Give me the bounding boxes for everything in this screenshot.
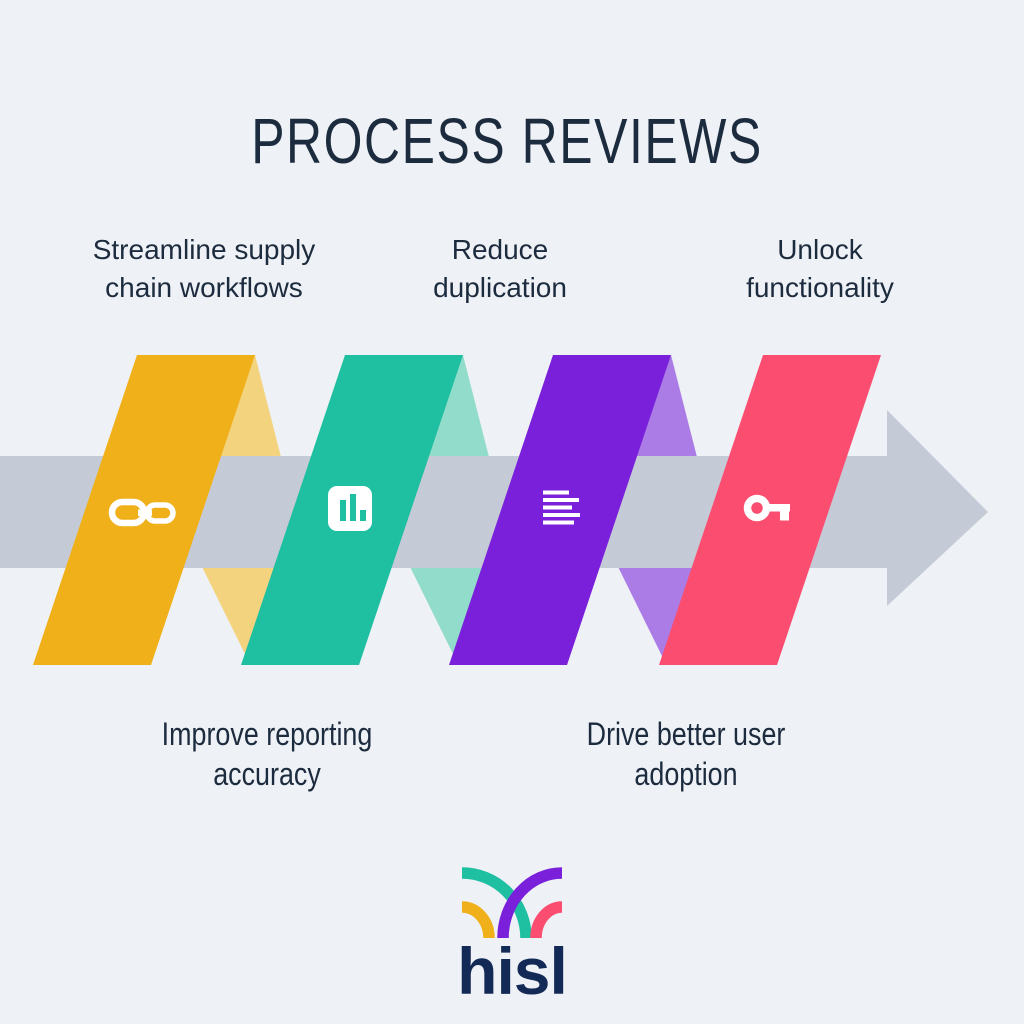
label-reduce-duplication: Reduce duplication [433, 234, 567, 303]
logo-mark [461, 867, 563, 939]
text-line-1 [543, 490, 569, 495]
logo-wordmark: hisl [457, 934, 568, 1008]
bar-1 [340, 500, 346, 521]
text-line-3 [543, 505, 572, 510]
key-shaft [765, 504, 790, 512]
label-drive-better-user-adoption: Drive better user adoption [586, 716, 786, 792]
text-line-2 [543, 498, 579, 502]
key-tooth [780, 511, 789, 521]
bar-3 [360, 510, 366, 521]
logo-arc-yellow [461, 901, 495, 939]
process-arrow-head [887, 410, 988, 606]
text-line-5 [543, 520, 574, 525]
logo-arc-pink [530, 901, 563, 939]
bar-chart-icon [328, 486, 372, 531]
label-streamline-supply-chain-workflows: Streamline supply chain workflows [92, 234, 316, 303]
label-improve-reporting-accuracy: Improve reporting accuracy [161, 716, 373, 792]
key-icon [743, 494, 790, 522]
chain-link-icon [108, 498, 176, 527]
page-title: PROCESS REVIEWS [251, 105, 763, 177]
logo-arc-teal [461, 867, 532, 939]
chain-connector [138, 509, 152, 516]
text-line-4 [543, 513, 580, 517]
bar-2 [350, 494, 356, 521]
text-lines-icon [543, 490, 580, 525]
ribbon-purple [449, 355, 671, 665]
label-unlock-functionality: Unlock functionality [746, 234, 894, 303]
logo-arc-purple [497, 867, 563, 939]
